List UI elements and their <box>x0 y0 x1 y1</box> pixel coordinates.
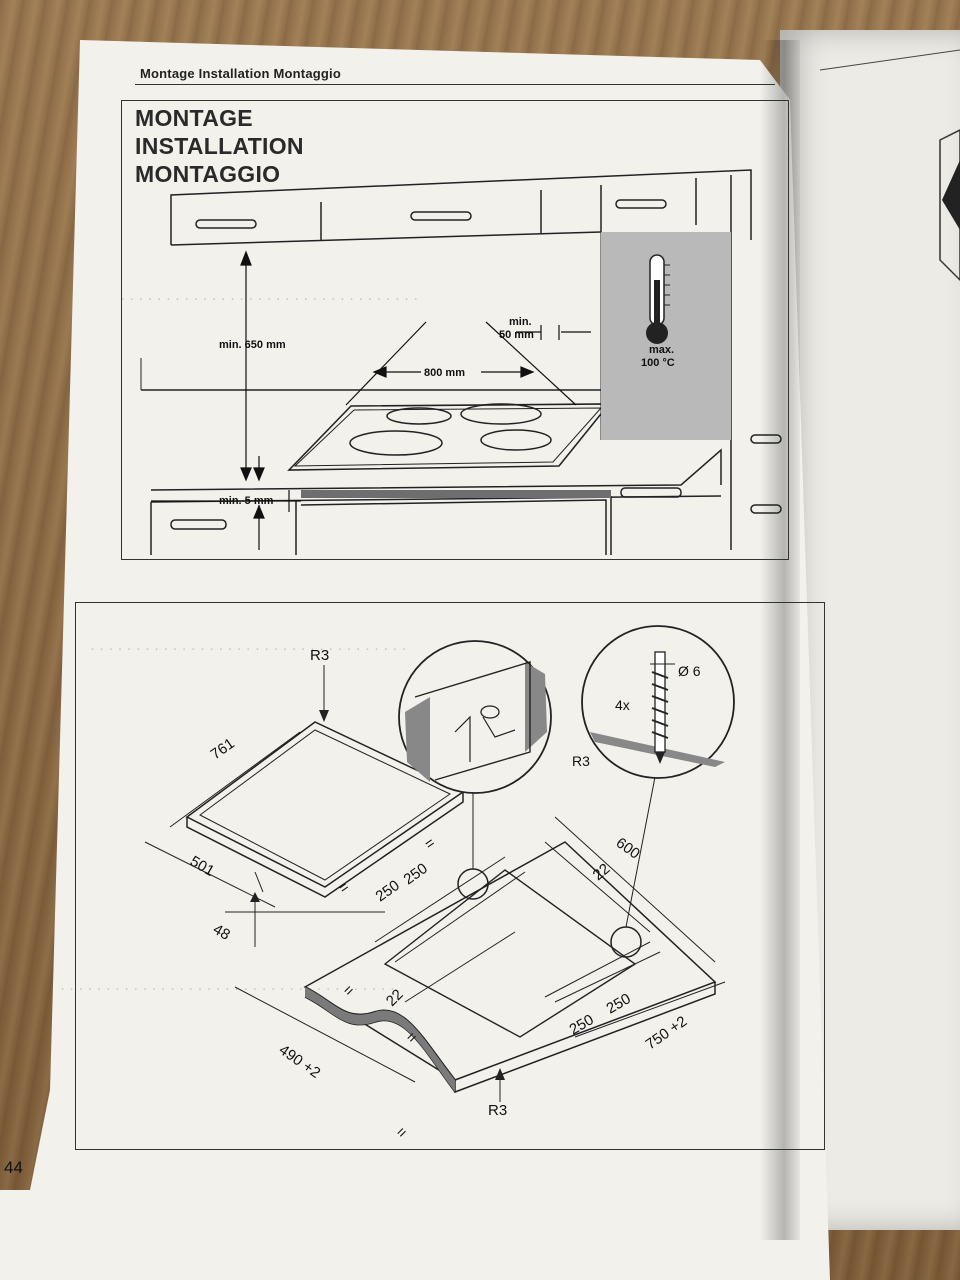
label-max-b: 100 °C <box>641 357 675 369</box>
dimension-lines <box>144 731 726 1083</box>
header-rule <box>135 84 775 85</box>
label-r3-bottom: R3 <box>488 1102 507 1119</box>
page-title: MONTAGE INSTALLATION MONTAGGIO <box>135 104 304 188</box>
thermometer-icon <box>646 254 670 344</box>
label-equal: = <box>336 878 353 897</box>
label-800: 800 mm <box>424 367 465 379</box>
facing-page-graphic <box>819 49 960 282</box>
label-min-50-a: min. <box>509 316 532 328</box>
label-min-50-b: 50 mm <box>499 329 534 341</box>
screw-detail <box>581 625 735 779</box>
label-48: 48 <box>210 921 233 944</box>
label-22-mid: 22 <box>383 986 407 1010</box>
label-equal: = <box>340 981 358 999</box>
label-equal: = <box>422 834 439 853</box>
label-min-5: min. 5 mm <box>219 495 274 507</box>
label-min-650: min. 650 mm <box>219 339 286 351</box>
label-250-a: 250 <box>373 877 403 905</box>
dimension-800 <box>345 321 577 406</box>
label-equal: = <box>393 1123 411 1141</box>
worktop-edge <box>301 490 611 498</box>
cutout-diagram: R3 R3 R3 4x Ø 6 761 501 48 600 22 22 250… <box>144 625 735 1142</box>
label-22-top: 22 <box>590 860 614 884</box>
label-250-d: 250 <box>604 990 634 1017</box>
clip-detail <box>398 640 552 794</box>
title-line: MONTAGE <box>135 105 253 131</box>
dimension-5 <box>151 490 301 512</box>
label-600: 600 <box>613 834 643 862</box>
running-header: Montage Installation Montaggio <box>140 66 341 81</box>
label-screw-count: 4x <box>615 697 630 713</box>
cutout-figure-frame <box>75 602 825 1150</box>
label-490: 490 +2 <box>276 1041 324 1081</box>
worktop-edge-hatch <box>305 987 455 1092</box>
title-line: MONTAGGIO <box>135 161 281 187</box>
clearance-diagram: min. 650 mm min. 5 mm 800 mm min. 50 mm … <box>140 169 782 555</box>
clearance-figure-frame <box>121 100 789 560</box>
dimension-50 <box>516 325 591 340</box>
detail-marker <box>610 926 642 958</box>
label-max-a: max. <box>649 344 674 356</box>
book-gutter-shadow <box>760 40 800 1240</box>
label-761: 761 <box>208 735 238 763</box>
wall-cabinet-outline <box>170 169 752 245</box>
title-line: INSTALLATION <box>135 133 304 159</box>
label-r3-screw: R3 <box>572 753 590 769</box>
cutout-opening <box>383 869 637 1038</box>
label-screw-diameter: Ø 6 <box>678 663 701 679</box>
label-r3-top: R3 <box>310 647 329 664</box>
dimension-650 <box>240 250 265 550</box>
label-250-c: 250 <box>567 1011 597 1038</box>
page-number: 44 <box>4 1158 23 1177</box>
label-250-b: 250 <box>401 860 431 888</box>
